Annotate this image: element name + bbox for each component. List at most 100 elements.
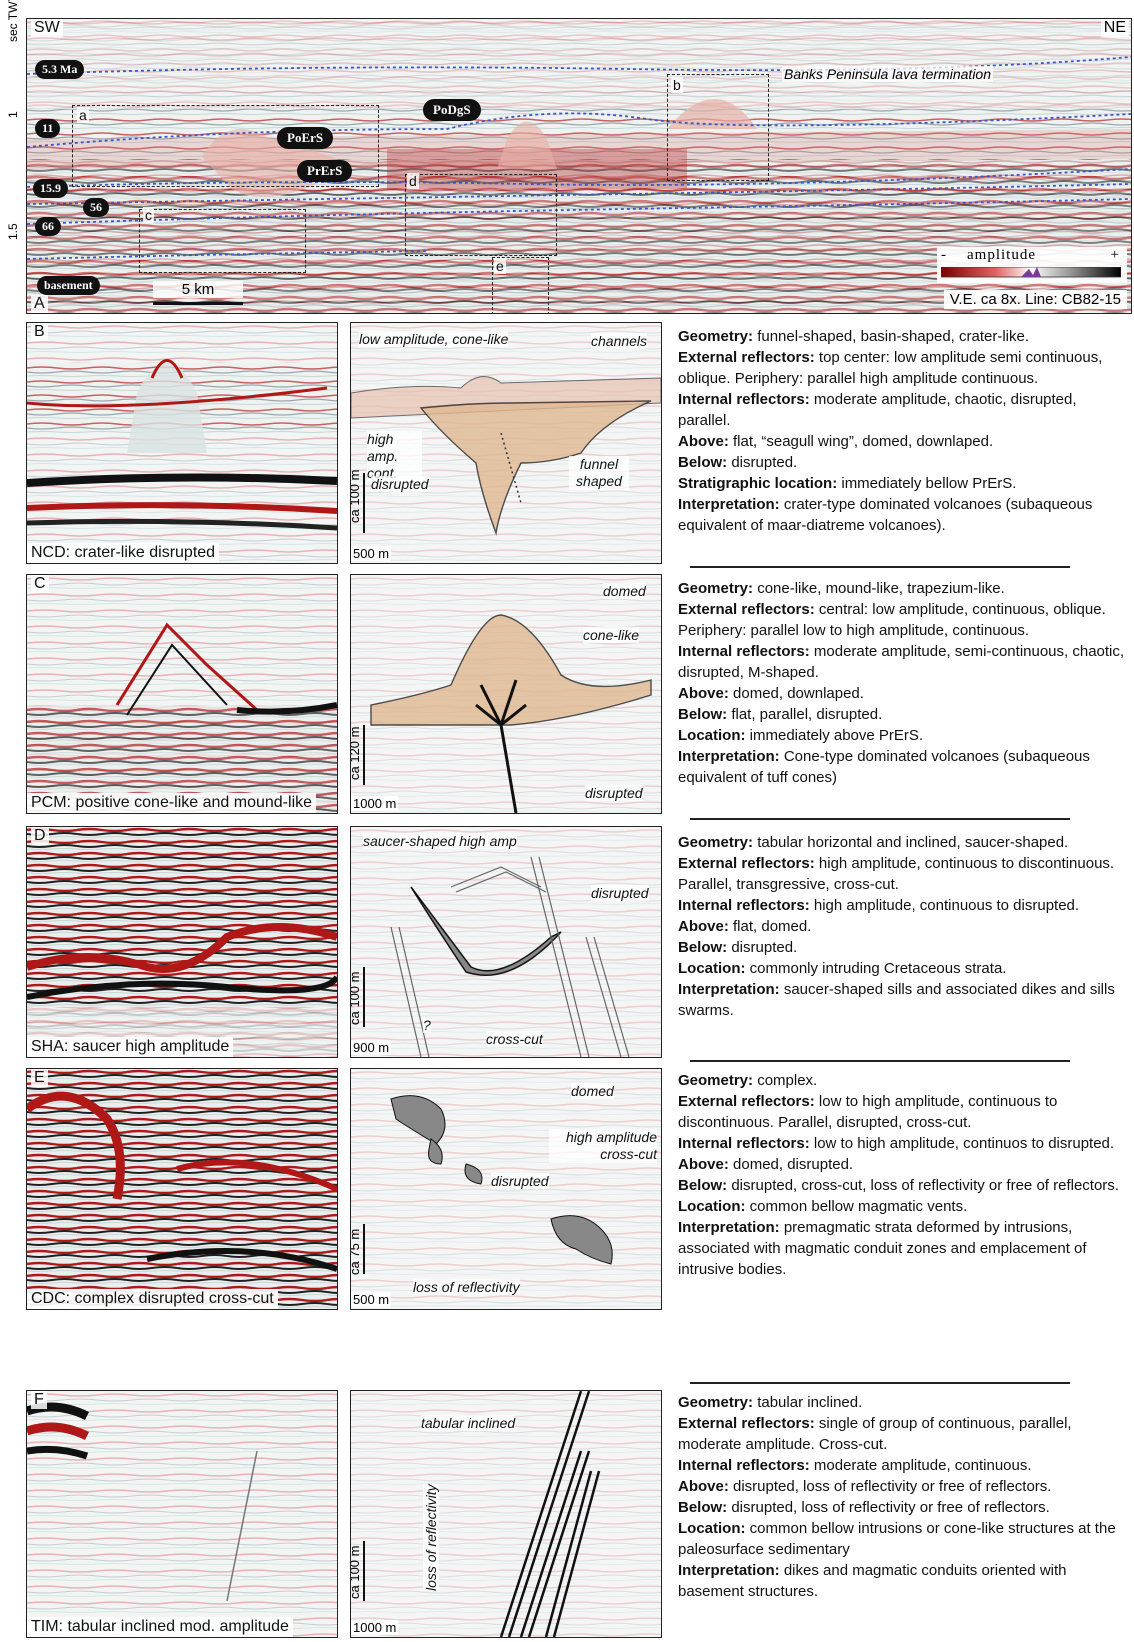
desc-b-line-1: External reflectors: top center: low amp…: [678, 347, 1128, 389]
desc-b: Geometry: funnel-shaped, basin-shaped, c…: [678, 326, 1128, 536]
vscale-d: ca 100 m: [350, 972, 362, 1025]
desc-b-line-3: Above: flat, “seagull wing”, domed, down…: [678, 431, 1128, 452]
note-b-funnel: funnel shaped: [569, 456, 629, 490]
desc-d-line-2: Internal reflectors: high amplitude, con…: [678, 895, 1128, 916]
interp-panel-f: tabular inclined loss of reflectivity ca…: [350, 1390, 662, 1638]
vscale-e: ca 75 m: [350, 1229, 362, 1275]
seismic-panel-f-image: [27, 1391, 337, 1637]
seismic-panel-b-image: [27, 323, 337, 563]
desc-e-line-2: Internal reflectors: low to high amplitu…: [678, 1133, 1128, 1154]
hscale-f: 1000 m: [351, 1620, 398, 1635]
note-f-tabular: tabular inclined: [421, 1415, 515, 1431]
note-b-low-amplitude: low amplitude, cone-like: [359, 331, 508, 347]
panel-a-sw-label: SW: [31, 19, 63, 37]
seismic-panel-f: F TIM: tabular inclined mod. amplitude: [26, 1390, 338, 1638]
desc-b-line-4: Below: disrupted.: [678, 452, 1128, 473]
amplitude-label: amplitude: [967, 247, 1036, 264]
desc-e-line-1: External reflectors: low to high amplitu…: [678, 1091, 1128, 1133]
seismic-panel-e-image: [27, 1069, 337, 1309]
inset-box-c-letter: c: [143, 207, 154, 223]
divider-c: [690, 818, 1070, 820]
panel-f-caption: TIM: tabular inclined mod. amplitude: [27, 1617, 293, 1637]
panel-e-caption: CDC: complex disrupted cross-cut: [27, 1289, 278, 1309]
note-d-saucer: saucer-shaped high amp: [363, 833, 517, 849]
panel-c-caption: PCM: positive cone-like and mound-like: [27, 793, 316, 813]
desc-e-line-5: Location: common bellow magmatic vents.: [678, 1196, 1128, 1217]
desc-b-line-5: Stratigraphic location: immediately bell…: [678, 473, 1128, 494]
desc-d-line-3: Above: flat, domed.: [678, 916, 1128, 937]
vscale-f: ca 100 m: [350, 1546, 362, 1599]
desc-f-line-6: Interpretation: dikes and magmatic condu…: [678, 1560, 1128, 1602]
interp-panel-c-drawing: [351, 575, 661, 813]
desc-f-line-0: Geometry: tabular inclined.: [678, 1392, 1128, 1413]
amplitude-colorbar: [941, 267, 1121, 279]
age-pill-basement: basement: [37, 276, 100, 295]
desc-d-line-4: Below: disrupted.: [678, 937, 1128, 958]
scale-bar: [153, 302, 243, 305]
note-b-channels: channels: [591, 333, 647, 349]
desc-c-line-0: Geometry: cone-like, mound-like, trapezi…: [678, 578, 1128, 599]
axis-tick-1-5: 1.5: [6, 223, 20, 240]
hscale-e: 500 m: [351, 1292, 391, 1307]
desc-e-line-3: Above: domed, disrupted.: [678, 1154, 1128, 1175]
ve-line-label: V.E. ca 8x. Line: CB82-15: [944, 290, 1127, 309]
desc-e-line-0: Geometry: complex.: [678, 1070, 1128, 1091]
note-c-disrupted: disrupted: [585, 785, 643, 801]
desc-d: Geometry: tabular horizontal and incline…: [678, 832, 1128, 1021]
desc-d-line-5: Location: commonly intruding Cretaceous …: [678, 958, 1128, 979]
axis-title-twt: sec TWT: [6, 0, 20, 42]
panel-d-caption: SHA: saucer high amplitude: [27, 1037, 233, 1057]
desc-f-line-5: Location: common bellow intrusions or co…: [678, 1518, 1128, 1560]
interp-panel-e: domed high amplitude cross-cut disrupted…: [350, 1068, 662, 1310]
desc-d-line-6: Interpretation: saucer-shaped sills and …: [678, 979, 1128, 1021]
divider-d: [690, 1060, 1070, 1062]
interp-panel-d-drawing: [351, 827, 661, 1057]
desc-f: Geometry: tabular inclined. External ref…: [678, 1392, 1128, 1602]
desc-e-line-6: Interpretation: premagmatic strata defor…: [678, 1217, 1128, 1280]
desc-e: Geometry: complex. External reflectors: …: [678, 1070, 1128, 1280]
hscale-b: 500 m: [351, 546, 391, 561]
panel-a-letter: A: [31, 295, 48, 313]
age-pill-11: 11: [35, 119, 60, 138]
inset-box-d: [405, 174, 557, 256]
desc-c-line-2: Internal reflectors: moderate amplitude,…: [678, 641, 1128, 683]
note-e-loss: loss of reflectivity: [413, 1279, 520, 1295]
seismic-panel-e: E CDC: complex disrupted cross-cut: [26, 1068, 338, 1310]
hscale-c: 1000 m: [351, 796, 398, 811]
seismic-section-a: SW NE 5.3 Ma 11 15.9 56 66 basement PoDg…: [26, 18, 1132, 314]
seismic-panel-d: D SHA: saucer high amplitude: [26, 826, 338, 1058]
desc-d-line-1: External reflectors: high amplitude, con…: [678, 853, 1128, 895]
amplitude-legend: - amplitude +: [937, 247, 1127, 283]
note-d-disrupted: disrupted: [591, 885, 649, 901]
panel-f-letter: F: [31, 1391, 47, 1409]
inset-box-a-letter: a: [77, 107, 89, 123]
panel-b-letter: B: [31, 323, 48, 341]
note-f-loss: loss of reflectivity: [423, 1484, 439, 1591]
amplitude-minus: -: [941, 247, 946, 264]
note-d-question: ?: [423, 1017, 431, 1033]
seismic-panel-c: C PCM: positive cone-like and mound-like: [26, 574, 338, 814]
scale-bar-label: 5 km: [153, 281, 243, 298]
hscale-d: 900 m: [351, 1040, 391, 1055]
vscale-c: ca 120 m: [350, 727, 362, 780]
divider-e: [690, 1382, 1070, 1384]
seismic-panel-b: B NCD: crater-like disrupted: [26, 322, 338, 564]
note-c-cone-like: cone-like: [583, 627, 639, 643]
panel-c-letter: C: [31, 575, 49, 593]
seismic-panel-c-image: [27, 575, 337, 813]
panel-e-letter: E: [31, 1069, 48, 1087]
desc-f-line-4: Below: disrupted, loss of reflectivity o…: [678, 1497, 1128, 1518]
panel-d-letter: D: [31, 827, 49, 845]
desc-b-line-2: Internal reflectors: moderate amplitude,…: [678, 389, 1128, 431]
interp-panel-d: saucer-shaped high amp disrupted cross-c…: [350, 826, 662, 1058]
desc-e-line-4: Below: disrupted, cross-cut, loss of ref…: [678, 1175, 1128, 1196]
age-pill-15-9: 15.9: [33, 179, 68, 198]
note-b-high-amp: high amp. cont.: [367, 431, 422, 482]
note-c-domed: domed: [603, 583, 646, 599]
inset-box-a: [72, 105, 379, 187]
desc-b-line-0: Geometry: funnel-shaped, basin-shaped, c…: [678, 326, 1128, 347]
vscale-bar-e: [363, 1224, 365, 1274]
vscale-bar-d: [363, 967, 365, 1027]
note-e-domed: domed: [571, 1083, 614, 1099]
lava-termination-label: Banks Peninsula lava termination: [782, 66, 993, 82]
